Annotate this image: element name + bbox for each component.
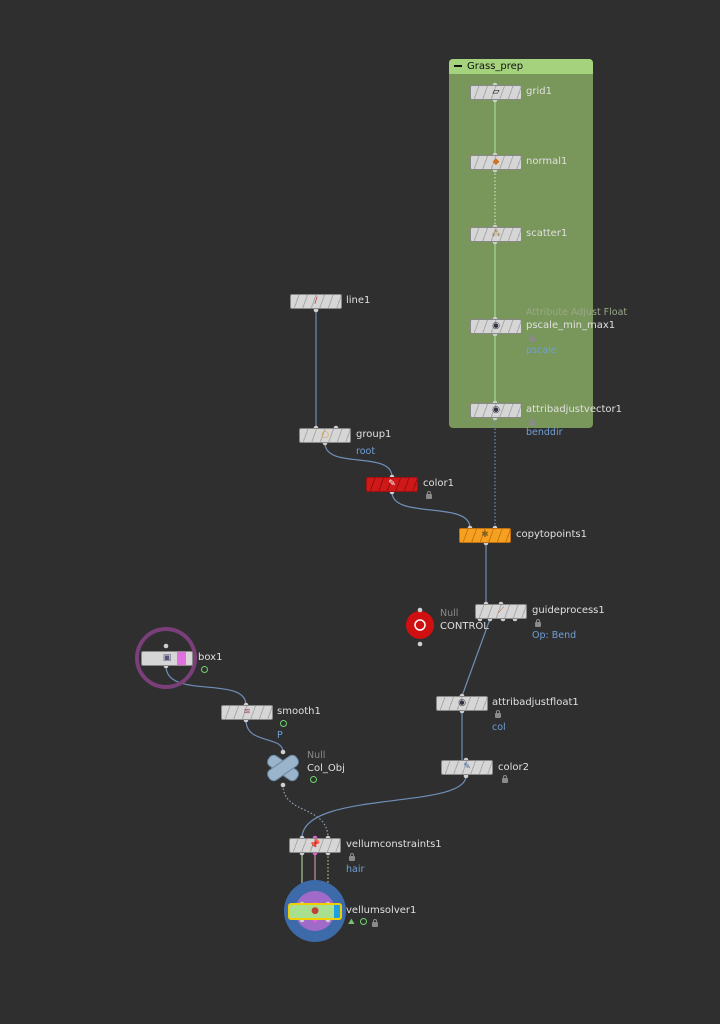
node-vellumconstraints1[interactable]: 📌 <box>289 838 341 853</box>
node-label: grid1 <box>526 86 552 97</box>
copy-icon: ✱ <box>481 530 489 540</box>
node-copytopoints1[interactable]: ✱ <box>459 528 511 543</box>
node-label-col-obj: Col_Obj <box>307 763 345 774</box>
node-guideprocess1[interactable]: ⟋ <box>475 604 527 619</box>
node-type: Null <box>440 608 459 619</box>
col-obj-null-shape <box>267 754 299 782</box>
wire-color1-copy <box>391 491 471 529</box>
node-label: line1 <box>346 295 371 306</box>
network-box-header[interactable]: Grass_prep <box>449 59 593 74</box>
node-label: group1 <box>356 429 392 440</box>
node-type: Null <box>307 750 326 761</box>
lock-icon[interactable] <box>529 334 535 342</box>
collapse-icon[interactable] <box>454 65 462 67</box>
node-smooth1[interactable]: ≋ <box>221 705 273 720</box>
node-attribadjustfloat1[interactable]: ◉ <box>436 696 488 711</box>
node-label: normal1 <box>526 156 568 167</box>
connector-dots <box>163 82 518 923</box>
node-comment: col <box>492 722 506 733</box>
control-null-shape <box>406 611 434 639</box>
attribute-adjust-icon: ◉ <box>492 405 500 415</box>
display-flag-icon[interactable] <box>360 918 367 925</box>
attribute-adjust-icon: ◉ <box>458 698 466 708</box>
node-comment: pscale <box>526 345 557 356</box>
network-box-grass-prep[interactable]: Grass_prep <box>449 59 593 428</box>
wire-box-smooth <box>165 665 247 706</box>
node-normal1[interactable]: ◆ <box>470 155 522 170</box>
lock-icon[interactable] <box>426 491 432 499</box>
node-label: vellumconstraints1 <box>346 839 442 850</box>
normal-icon: ◆ <box>492 157 500 167</box>
node-label: box1 <box>198 652 223 663</box>
line-icon: ∕ <box>314 296 318 306</box>
lock-icon[interactable] <box>502 775 508 783</box>
group-icon: ○ <box>321 430 329 440</box>
node-label: vellumsolver1 <box>346 905 417 916</box>
lock-icon[interactable] <box>529 418 535 426</box>
color-icon: ✎ <box>388 479 396 489</box>
node-group1[interactable]: ○ <box>299 428 351 443</box>
node-grid1[interactable]: ▱ <box>470 85 522 100</box>
node-color2[interactable]: ✎ <box>441 760 493 775</box>
display-flag-icon[interactable] <box>280 720 287 727</box>
wire-color2-vc <box>301 775 467 839</box>
node-comment: P <box>277 730 283 741</box>
network-box-title: Grass_prep <box>467 61 524 72</box>
color-icon: ✎ <box>463 762 471 772</box>
sim-icon: ⛰ <box>348 917 355 926</box>
node-box1[interactable]: ▣ <box>141 651 193 666</box>
lock-icon[interactable] <box>372 919 378 927</box>
node-comment: root <box>356 446 376 457</box>
scatter-icon: ⁂ <box>491 229 501 239</box>
node-comment: Op: Bend <box>532 630 577 641</box>
grid-icon: ▱ <box>492 87 500 97</box>
box-icon: ▣ <box>162 653 172 663</box>
node-label-control: CONTROL <box>440 621 489 632</box>
node-label: smooth1 <box>277 706 321 717</box>
node-col-obj[interactable] <box>264 754 302 782</box>
box1-selection-ring <box>135 627 197 689</box>
solver-icon: ● <box>311 906 319 916</box>
attribute-adjust-icon: ◉ <box>492 321 500 331</box>
node-label: color2 <box>498 762 529 773</box>
node-line1[interactable]: ∕ <box>290 294 342 309</box>
control-null-ring <box>414 619 426 631</box>
node-control[interactable] <box>406 611 434 639</box>
guide-icon: ⟋ <box>497 606 505 616</box>
wire-group-color1 <box>324 442 393 478</box>
lock-icon[interactable] <box>495 710 501 718</box>
node-label: color1 <box>423 478 454 489</box>
node-attribadjustvector1[interactable]: ◉ <box>470 403 522 418</box>
node-type: Attribute Adjust Float <box>526 307 628 318</box>
node-comment: benddir <box>526 427 563 438</box>
node-label: guideprocess1 <box>532 605 605 616</box>
node-color1[interactable]: ✎ <box>366 477 418 492</box>
node-label: attribadjustfloat1 <box>492 697 579 708</box>
wire-guide-float <box>461 618 491 697</box>
node-label: pscale_min_max1 <box>526 320 616 331</box>
pin-icon: 📌 <box>309 840 321 850</box>
display-flag-icon[interactable] <box>310 776 317 783</box>
node-vellumsolver1[interactable]: ● <box>288 903 342 920</box>
node-comment: hair <box>346 864 365 875</box>
node-label: attribadjustvector1 <box>526 404 623 415</box>
node-label: copytopoints1 <box>516 529 587 540</box>
lock-icon[interactable] <box>349 853 355 861</box>
node-pscale-min-max1[interactable]: ◉ <box>470 319 522 334</box>
lock-icon[interactable] <box>535 619 541 627</box>
display-flag-icon[interactable] <box>201 666 208 673</box>
wire-col-vc <box>282 784 329 839</box>
wire-smooth-col <box>245 719 284 753</box>
node-label: scatter1 <box>526 228 568 239</box>
smooth-icon: ≋ <box>243 707 251 717</box>
node-scatter1[interactable]: ⁂ <box>470 227 522 242</box>
